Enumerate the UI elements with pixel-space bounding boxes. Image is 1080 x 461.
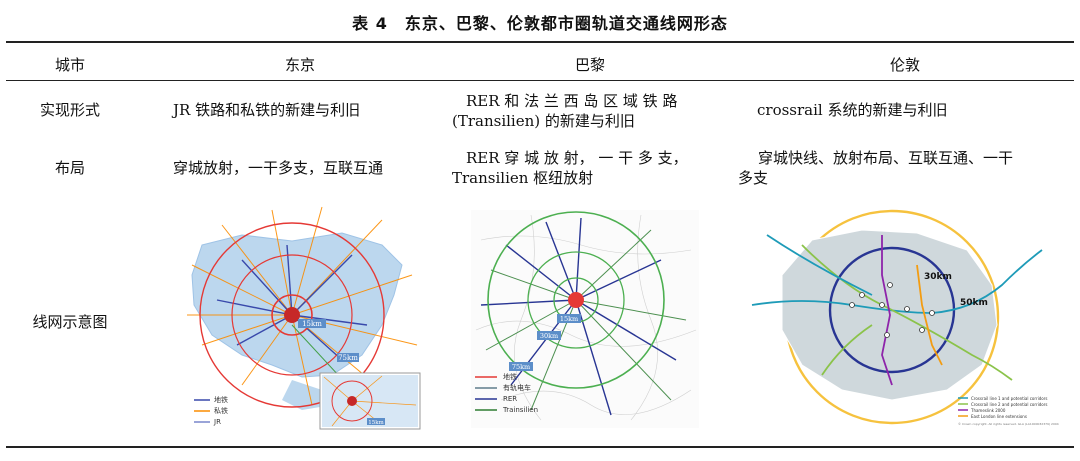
row-label-map: 线网示意图 [32, 313, 108, 331]
tokyo-legend-subway: 地铁 [214, 395, 228, 404]
london-form: crossrail 系统的新建与利旧 [757, 101, 948, 119]
tokyo-legend-jr: JR [213, 418, 221, 426]
london-network-map: 30km 50km Crossrail line 1 and potential… [742, 205, 1060, 431]
tokyo-ring-label-1: 15km [302, 320, 322, 328]
top-rule [6, 41, 1074, 43]
header-rule [6, 80, 1074, 81]
paris-ring-label-2: 30km [540, 332, 558, 340]
paris-layout: RER 穿 城 放 射， 一 干 多 支， Transilien 枢纽放射 [452, 148, 737, 188]
row-label-layout: 布局 [54, 159, 85, 177]
paris-form: RER 和 法 兰 西 岛 区 域 铁 路 (Transilien) 的新建与利… [452, 91, 737, 131]
tokyo-ring-label-2: 75km [338, 354, 358, 362]
london-legend-thameslink: Thameslink 2000 [970, 408, 1006, 413]
london-layout-line2: 多支 [738, 169, 769, 187]
table-caption: 表 4 东京、巴黎、伦敦都市圈轨道交通线网形态 [352, 14, 728, 33]
london-legend-crossrail1: Crossrail line 1 and potential corridors [971, 396, 1047, 401]
paris-legend-rer: RER [503, 395, 517, 403]
london-legend-crossrail2: Crossrail line 2 and potential corridors [971, 402, 1047, 407]
paris-ring-label-3: 75km [512, 363, 530, 371]
header-city: 城市 [54, 56, 85, 74]
paris-legend-transilien: Trainsilien [502, 406, 538, 414]
tokyo-layout: 穿城放射，一干多支，互联互通 [173, 159, 384, 177]
london-layout: 穿城快线、放射布局、互联互通、一干 多支 [738, 148, 1073, 188]
paris-layout-line2: Transilien 枢纽放射 [452, 169, 594, 187]
row-label-form: 实现形式 [39, 101, 100, 119]
tokyo-network-map: 15km 75km 15km 地铁 私铁 JR [182, 205, 422, 431]
london-ring-label-30km: 30km [924, 272, 952, 282]
london-layout-line1: 穿城快线、放射布局、互联互通、一干 [758, 149, 1014, 167]
paris-ring-label-1: 15km [560, 315, 578, 323]
paris-layout-line1: RER 穿 城 放 射， 一 干 多 支， [466, 149, 688, 167]
paris-form-line1: RER 和 法 兰 西 岛 区 域 铁 路 [466, 92, 678, 110]
london-copyright-note: © Crown copyright. All rights reserved. … [958, 422, 1059, 426]
london-ring-label-50km: 50km [960, 298, 988, 308]
paris-form-line2: (Transilien) 的新建与利旧 [452, 112, 635, 130]
tokyo-form: JR 铁路和私铁的新建与利旧 [173, 101, 361, 119]
london-legend-east-london: East London line extensions [971, 414, 1027, 419]
paris-legend-metro: 地铁 [503, 372, 517, 381]
paris-network-map: 15km 30km 75km 地铁 有轨电车 RER Trainsilien [471, 210, 699, 428]
header-london: 伦敦 [889, 56, 920, 74]
header-tokyo: 东京 [284, 56, 315, 74]
tokyo-ring-label-3: 15km [368, 420, 384, 426]
paris-legend-tram: 有轨电车 [503, 383, 531, 392]
bottom-rule [6, 446, 1074, 448]
header-paris: 巴黎 [574, 56, 605, 74]
tokyo-legend-private: 私铁 [214, 406, 228, 415]
